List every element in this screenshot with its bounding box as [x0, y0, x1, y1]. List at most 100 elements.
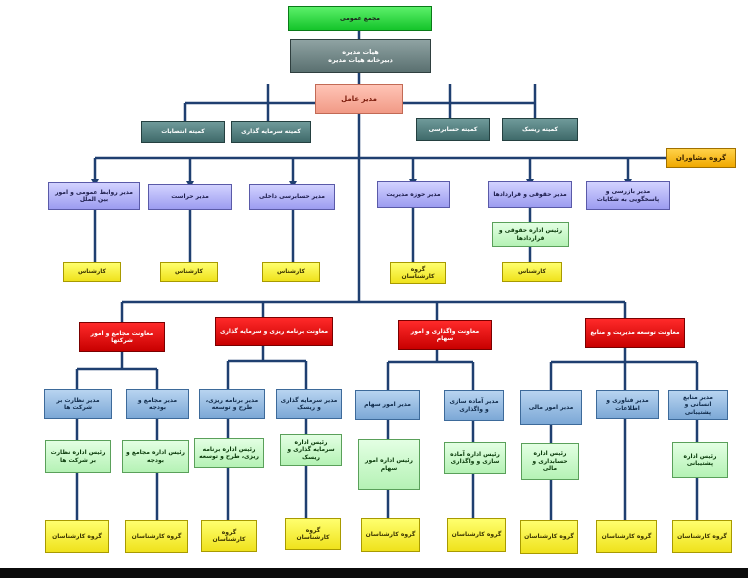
- expert-group-box: گروه کارشناسان: [596, 520, 657, 553]
- director-legal: مدیر حقوقی و قراردادها: [488, 181, 572, 208]
- manager-information-technology: مدیر فناوری و اطلاعات: [596, 390, 659, 419]
- manager-hr-support: مدیر منابع انسانی و پشتیبانی: [668, 390, 728, 420]
- expert-group-label: گروه کارشناسان: [52, 532, 102, 540]
- manager-label: مدیر آماده سازی و واگذاری: [449, 398, 499, 413]
- expert-group-label: گروه کارشناسان: [451, 531, 502, 539]
- director-label: مدیر روابط عمومی و امور بین الملل: [55, 188, 133, 204]
- general-assembly-box: مجمع عمومی: [288, 6, 432, 31]
- manager-investment-risk: مدیر سرمایه گذاری و ریسک: [276, 389, 342, 419]
- expert-group-label: گروه کارشناسان: [296, 526, 330, 542]
- manager-company-supervision: مدیر نظارت بر شرکت ها: [44, 389, 112, 419]
- director-label: مدیر بازرسی و پاسخگویی به شکایات: [596, 188, 660, 203]
- deputy-label: معاونت برنامه ریزی و سرمایه گذاری: [219, 327, 329, 335]
- head-shares: رئیس اداره امور سهام: [358, 439, 420, 490]
- advisors-group-box: گروه مشاوران: [666, 148, 736, 168]
- director-management-office: مدیر حوزه مدیریت: [377, 181, 450, 208]
- head-label: رئیس اداره حسابداری و مالی: [532, 450, 568, 473]
- expert-label: کارشناس: [77, 268, 107, 276]
- head-label: رئیس اداره آماده سازی و واگذاری: [450, 450, 500, 466]
- expert-group-box: گروه کارشناسان: [447, 518, 506, 552]
- director-inspection: مدیر بازرسی و پاسخگویی به شکایات: [586, 181, 670, 210]
- manager-assemblies-budget: مدیر مجامع و بودجه: [126, 389, 189, 419]
- head-label: رئیس اداره برنامه ریزی، طرح و توسعه: [199, 445, 259, 461]
- expert-group-box: گروه کارشناسان: [45, 520, 109, 553]
- committee-label: کمیته سرمایه گذاری: [241, 128, 301, 136]
- manager-label: مدیر فناوری و اطلاعات: [606, 397, 649, 412]
- deputy-label: معاونت توسعه مدیریت و منابع: [590, 329, 680, 337]
- ceo-label: مدیر عامل: [341, 94, 377, 103]
- director-security: مدیر حراست: [148, 184, 232, 210]
- ceo-box: مدیر عامل: [315, 84, 403, 114]
- deputy-divestment-shares: معاونت واگذاری و امور سهام: [398, 320, 492, 350]
- expert-group-label: گروه کارشناسان: [677, 532, 727, 540]
- expert-group-box: گروه کارشناسان: [125, 520, 188, 553]
- expert-group-box: گروه کارشناسان: [672, 520, 732, 553]
- committee-label: کمیته حسابرسی: [428, 125, 478, 133]
- expert-box: کارشناس: [160, 262, 218, 282]
- investment-committee-box: کمیته سرمایه گذاری: [231, 121, 311, 143]
- expert-group-box: گروه کارشناسان: [390, 262, 446, 284]
- director-internal-audit: مدیر حسابرسی داخلی: [249, 184, 335, 210]
- expert-box: کارشناس: [502, 262, 562, 282]
- legal-head-box: رئیس اداره حقوقی و قراردادها: [492, 222, 569, 247]
- manager-label: مدیر سرمایه گذاری و ریسک: [280, 396, 338, 412]
- director-label: مدیر حقوقی و قراردادها: [493, 190, 567, 198]
- expert-box: کارشناس: [63, 262, 121, 282]
- risk-committee-box: کمیته ریسک: [502, 118, 578, 141]
- expert-group-label: گروه کارشناسان: [401, 265, 435, 281]
- deputy-label: معاونت واگذاری و امور سهام: [410, 327, 480, 343]
- manager-finance: مدیر امور مالی: [520, 390, 582, 425]
- expert-group-label: گروه کارشناسان: [365, 531, 416, 539]
- board-secretariat: دبیرخانه هیات مدیره: [328, 56, 393, 64]
- manager-label: مدیر امور مالی: [528, 403, 574, 411]
- general-assembly-label: مجمع عمومی: [340, 14, 380, 22]
- expert-box: کارشناس: [262, 262, 320, 282]
- manager-label: مدیر منابع انسانی و پشتیبانی: [682, 393, 714, 416]
- expert-group-label: گروه کارشناسان: [601, 532, 652, 540]
- appointments-committee-box: کمیته انتصابات: [141, 121, 225, 143]
- head-investment-risk: رئیس اداره سرمایه گذاری و ریسک: [280, 434, 342, 466]
- manager-label: مدیر برنامه ریزی، طرح و توسعه: [205, 396, 259, 412]
- expert-group-label: گروه کارشناسان: [524, 533, 574, 541]
- head-label: رئیس اداره مجامع و بودجه: [126, 449, 185, 464]
- manager-label: مدیر مجامع و بودجه: [137, 396, 178, 412]
- deputy-label: معاونت مجامع و امور شرکتها: [90, 329, 154, 345]
- committee-label: کمیته ریسک: [521, 125, 559, 133]
- expert-label: کارشناس: [174, 268, 204, 276]
- expert-group-label: گروه کارشناسان: [131, 532, 182, 540]
- head-planning-development: رئیس اداره برنامه ریزی، طرح و توسعه: [194, 438, 264, 468]
- committee-label: کمیته انتصابات: [161, 128, 205, 136]
- board-box: هیات مدیره دبیرخانه هیات مدیره: [290, 39, 431, 73]
- deputy-planning-investment: معاونت برنامه ریزی و سرمایه گذاری: [215, 317, 333, 346]
- manager-planning-development: مدیر برنامه ریزی، طرح و توسعه: [199, 389, 265, 419]
- manager-preparation-divestment: مدیر آماده سازی و واگذاری: [444, 390, 504, 421]
- expert-group-box: گروه کارشناسان: [201, 520, 257, 552]
- expert-group-box: گروه کارشناسان: [285, 518, 341, 550]
- bottom-edge-bar: [0, 568, 748, 578]
- expert-label: کارشناس: [276, 268, 306, 276]
- head-label: رئیس اداره نظارت بر شرکت ها: [50, 449, 106, 464]
- expert-group-box: گروه کارشناسان: [361, 518, 420, 552]
- director-label: مدیر حوزه مدیریت: [386, 190, 441, 198]
- head-assemblies-budget: رئیس اداره مجامع و بودجه: [122, 440, 189, 473]
- board-title: هیات مدیره: [342, 47, 379, 56]
- director-public-relations: مدیر روابط عمومی و امور بین الملل: [48, 182, 140, 210]
- deputy-management-development: معاونت توسعه مدیریت و منابع: [585, 318, 685, 348]
- deputy-assemblies: معاونت مجامع و امور شرکتها: [79, 322, 165, 352]
- head-support: رئیس اداره پشتیبانی: [672, 442, 728, 478]
- audit-committee-box: کمیته حسابرسی: [416, 118, 490, 141]
- head-company-supervision: رئیس اداره نظارت بر شرکت ها: [45, 440, 111, 473]
- head-label: رئیس اداره امور سهام: [365, 457, 413, 472]
- advisors-label: گروه مشاوران: [675, 153, 727, 162]
- head-preparation-divestment: رئیس اداره آماده سازی و واگذاری: [444, 442, 506, 474]
- manager-label: مدیر امور سهام: [364, 401, 411, 409]
- manager-label: مدیر نظارت بر شرکت ها: [56, 396, 100, 412]
- expert-group-label: گروه کارشناسان: [212, 528, 246, 544]
- head-label: رئیس اداره سرمایه گذاری و ریسک: [287, 438, 335, 461]
- head-label: رئیس اداره پشتیبانی: [683, 452, 717, 468]
- director-label: مدیر حراست: [171, 193, 209, 201]
- expert-group-box: گروه کارشناسان: [520, 520, 578, 554]
- expert-label: کارشناس: [517, 268, 547, 276]
- manager-shares: مدیر امور سهام: [355, 390, 420, 420]
